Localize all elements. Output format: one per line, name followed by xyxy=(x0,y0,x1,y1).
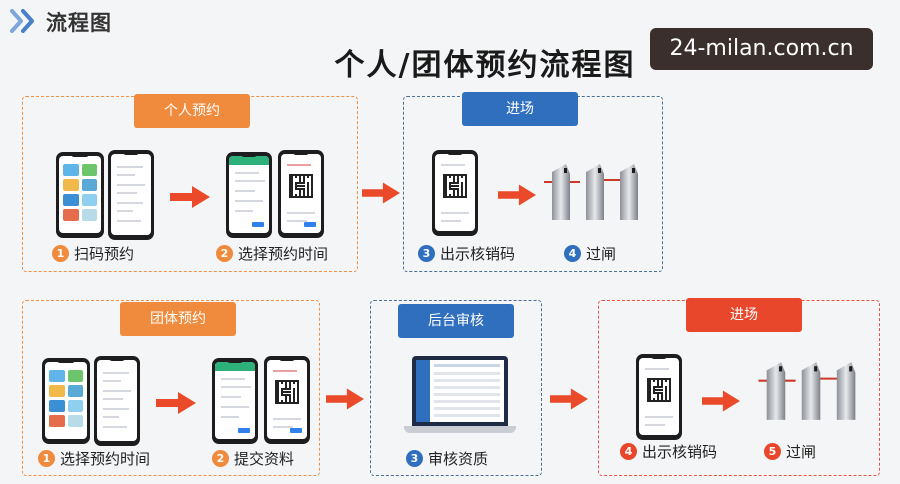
step-pass-gate: 4 过闸 xyxy=(564,243,616,263)
entry-label-bottom: 进场 xyxy=(686,298,802,332)
arrow-right-icon xyxy=(362,182,400,204)
arrow-right-icon xyxy=(498,184,536,206)
phone-qr-code xyxy=(278,150,324,238)
step-show-code-group: 4 出示核销码 xyxy=(620,441,717,461)
personal-booking-label: 个人预约 xyxy=(134,94,250,128)
group-booking-label: 团体预约 xyxy=(120,302,236,336)
arrow-right-icon xyxy=(326,388,364,410)
step-pass-gate-group: 5 过闸 xyxy=(764,441,816,461)
phone-booking-list xyxy=(108,150,154,240)
phone-verification-code xyxy=(432,150,478,236)
backend-review-section xyxy=(370,300,542,476)
watermark: 24-milan.com.cn xyxy=(650,28,873,70)
qr-code-icon xyxy=(647,378,671,402)
entry-label-top: 进场 xyxy=(462,92,578,126)
arrow-right-icon xyxy=(702,390,740,412)
backend-review-label: 后台审核 xyxy=(398,304,514,338)
qr-code-icon xyxy=(443,174,467,198)
phone-time-select xyxy=(226,152,272,238)
phone-booking-list xyxy=(94,356,140,446)
step-select-time-group: 1 选择预约时间 xyxy=(38,448,150,468)
arrow-right-icon xyxy=(170,186,210,208)
chevron-double-right-icon xyxy=(10,9,34,33)
arrow-right-icon xyxy=(156,392,196,414)
step-submit-materials: 2 提交资料 xyxy=(212,448,294,468)
step-review-qualification: 3 审核资质 xyxy=(406,448,488,468)
group-booking-section xyxy=(22,300,320,476)
qr-code-icon xyxy=(289,174,313,198)
phone-app-home xyxy=(56,152,104,238)
step-scan-book: 1 扫码预约 xyxy=(52,243,134,263)
phone-submit-form xyxy=(212,358,258,444)
step-show-code: 3 出示核销码 xyxy=(418,243,515,263)
step-select-time: 2 选择预约时间 xyxy=(216,243,328,263)
laptop-admin xyxy=(404,356,516,436)
turnstile-gate xyxy=(758,362,856,420)
page-title: 个人/团体预约流程图 xyxy=(334,48,636,83)
turnstile-gate xyxy=(544,164,638,220)
phone-app-home xyxy=(42,358,90,444)
arrow-right-icon xyxy=(550,388,588,410)
phone-qr-code xyxy=(264,356,310,444)
header-title: 流程图 xyxy=(46,11,112,35)
phone-verification-code xyxy=(636,354,682,440)
qr-code-icon xyxy=(275,380,299,404)
